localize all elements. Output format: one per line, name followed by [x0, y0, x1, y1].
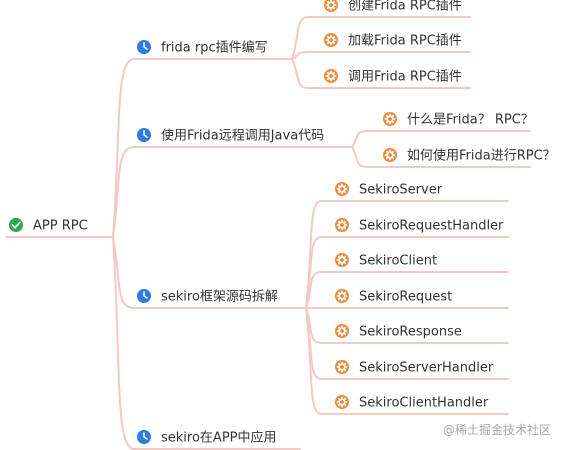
gear-icon: [324, 69, 338, 83]
leaf-connector-0-2: [291, 58, 309, 89]
leaf-node-0-1[interactable]: 加载Frida RPC插件: [324, 33, 462, 49]
root-node-label: APP RPC: [33, 219, 88, 234]
leaf-node-0-0[interactable]: 创建Frida RPC插件: [324, 0, 462, 14]
branch-connector-0: [112, 58, 135, 238]
clock-icon: [137, 430, 151, 444]
leaf-connector-2-2: [305, 271, 322, 309]
leaf-connector-1-1: [351, 146, 368, 168]
branch-node-3[interactable]: sekiro在APP中应用: [137, 430, 277, 446]
leaf-node-2-2-label: SekiroClient: [359, 254, 437, 269]
leaf-connector-2-6: [305, 307, 322, 415]
gear-icon: [335, 324, 349, 338]
branch-node-1[interactable]: 使用Frida远程调用Java代码: [137, 128, 324, 144]
gear-icon: [335, 253, 349, 267]
branch-node-2[interactable]: sekiro框架源码拆解: [137, 289, 278, 305]
gear-icon: [324, 0, 338, 12]
leaf-node-2-5-label: SekiroServerHandler: [359, 361, 494, 376]
gear-icon: [335, 218, 349, 232]
connector-lines: [5, 16, 531, 450]
branch-node-2-label: sekiro框架源码拆解: [161, 290, 278, 305]
branch-node-1-label: 使用Frida远程调用Java代码: [161, 128, 324, 144]
gear-icon: [383, 148, 397, 162]
gear-icon: [383, 112, 397, 126]
branch-node-3-label: sekiro在APP中应用: [161, 430, 277, 446]
leaf-node-2-4[interactable]: SekiroResponse: [335, 324, 462, 340]
leaf-node-2-1[interactable]: SekiroRequestHandler: [335, 218, 504, 234]
leaf-node-2-3-label: SekiroRequest: [359, 290, 452, 305]
leaf-node-1-0[interactable]: 什么是Frida？ RPC？: [383, 112, 534, 128]
leaf-node-2-0-label: SekiroServer: [359, 183, 443, 198]
branch-connector-3: [112, 236, 135, 450]
gear-icon: [335, 395, 349, 409]
gear-icon: [335, 182, 349, 196]
leaf-connector-0-1: [291, 51, 309, 60]
check-circle-icon: [9, 218, 23, 232]
leaf-connector-2-1: [305, 236, 322, 309]
leaf-node-0-2-label: 调用Frida RPC插件: [348, 70, 462, 85]
leaf-node-1-0-label: 什么是Frida？ RPC？: [407, 113, 534, 128]
clock-icon: [137, 128, 151, 142]
leaf-node-2-5[interactable]: SekiroServerHandler: [335, 360, 494, 376]
gear-icon: [324, 33, 338, 47]
leaf-connector-1-0: [351, 130, 368, 148]
branch-connector-1: [112, 146, 135, 238]
watermark: @稀土掘金技术社区: [442, 423, 551, 437]
branch-node-0[interactable]: frida rpc插件编写: [137, 40, 268, 56]
leaf-node-2-3[interactable]: SekiroRequest: [335, 289, 452, 305]
leaf-node-0-2[interactable]: 调用Frida RPC插件: [324, 69, 462, 85]
leaf-node-2-6-label: SekiroClientHandler: [359, 396, 489, 411]
branch-connector-2: [112, 236, 135, 309]
leaf-node-2-4-label: SekiroResponse: [359, 325, 462, 340]
gear-icon: [335, 360, 349, 374]
leaf-node-1-1[interactable]: 如何使用Frida进行RPC？: [383, 148, 556, 164]
gear-icon: [335, 289, 349, 303]
clock-icon: [137, 40, 151, 54]
leaf-node-0-0-label: 创建Frida RPC插件: [348, 0, 462, 14]
mindmap-nodes: APP RPC frida rpc插件编写 创建Frida RPC插件加载Frida…: [9, 0, 556, 446]
leaf-node-1-1-label: 如何使用Frida进行RPC？: [407, 148, 556, 164]
leaf-node-0-1-label: 加载Frida RPC插件: [348, 34, 462, 49]
leaf-node-2-1-label: SekiroRequestHandler: [359, 219, 504, 234]
leaf-node-2-2[interactable]: SekiroClient: [335, 253, 437, 269]
clock-icon: [137, 289, 151, 303]
branch-node-0-label: frida rpc插件编写: [161, 41, 268, 56]
leaf-node-2-0[interactable]: SekiroServer: [335, 182, 443, 198]
leaf-node-2-6[interactable]: SekiroClientHandler: [335, 395, 489, 411]
root-node[interactable]: APP RPC: [9, 218, 88, 234]
leaf-connector-0-0: [291, 16, 309, 60]
